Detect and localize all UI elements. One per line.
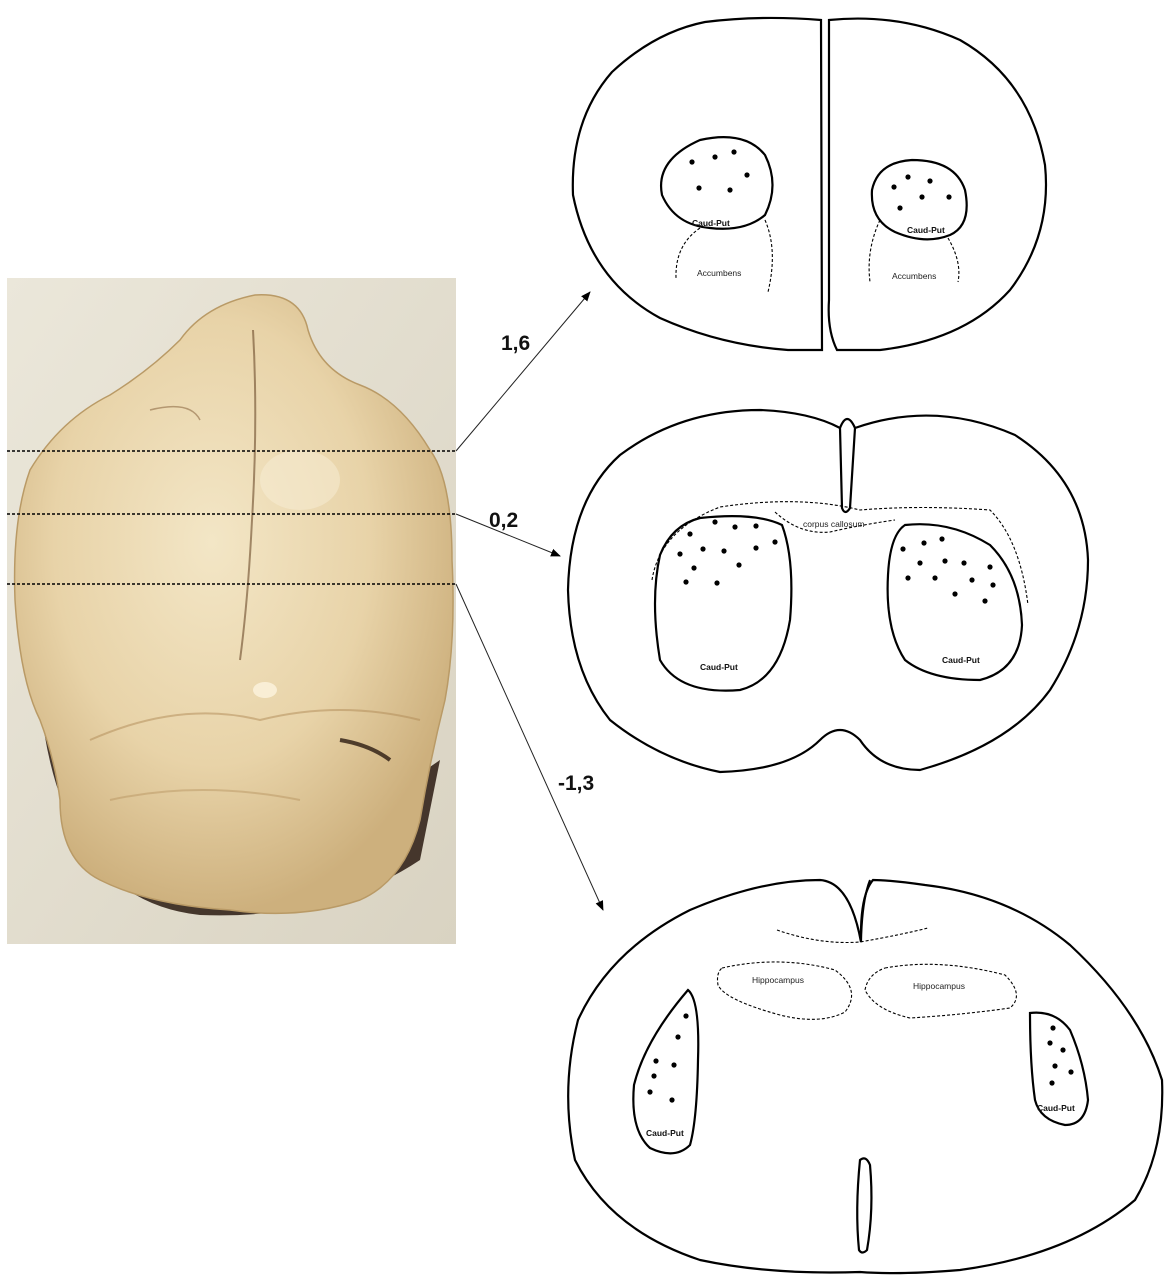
coordinate-label-1: 1,6 — [501, 332, 530, 355]
section-3-caudput-left-label: Caud-Put — [646, 1128, 684, 1138]
section-1-caudput-right-label: Caud-Put — [907, 225, 945, 235]
section-3-outline — [568, 880, 1162, 1273]
section-1-right-hemisphere — [829, 19, 1046, 350]
coordinate-label-2: 0,2 — [489, 509, 518, 532]
section-1-accumbens-left-label: Accumbens — [697, 268, 741, 278]
section-2-caudput-left-label: Caud-Put — [700, 662, 738, 672]
section-2-diagram: corpus callosum Caud-Put Caud-Put — [568, 410, 1088, 772]
section-3-hippocampus-left-label: Hippocampus — [752, 975, 804, 985]
section-3-diagram: Hippocampus Hippocampus Caud-Put Caud-Pu… — [568, 880, 1162, 1273]
coordinate-label-3: -1,3 — [558, 772, 594, 795]
arrow-section-1 — [456, 292, 590, 451]
section-2-outline — [568, 410, 1088, 772]
section-2-corpus-callosum-label: corpus callosum — [803, 519, 864, 529]
section-1-left-hemisphere — [573, 18, 822, 350]
section-1-diagram: Caud-Put Caud-Put Accumbens Accumbens — [573, 18, 1046, 350]
section-1-caudput-left-label: Caud-Put — [692, 218, 730, 228]
section-1-accumbens-right-label: Accumbens — [892, 271, 936, 281]
section-3-hippocampus-right-label: Hippocampus — [913, 981, 965, 991]
brain-photo — [7, 278, 456, 944]
section-3-caudput-right-label: Caud-Put — [1037, 1103, 1075, 1113]
section-2-caudput-right-label: Caud-Put — [942, 655, 980, 665]
